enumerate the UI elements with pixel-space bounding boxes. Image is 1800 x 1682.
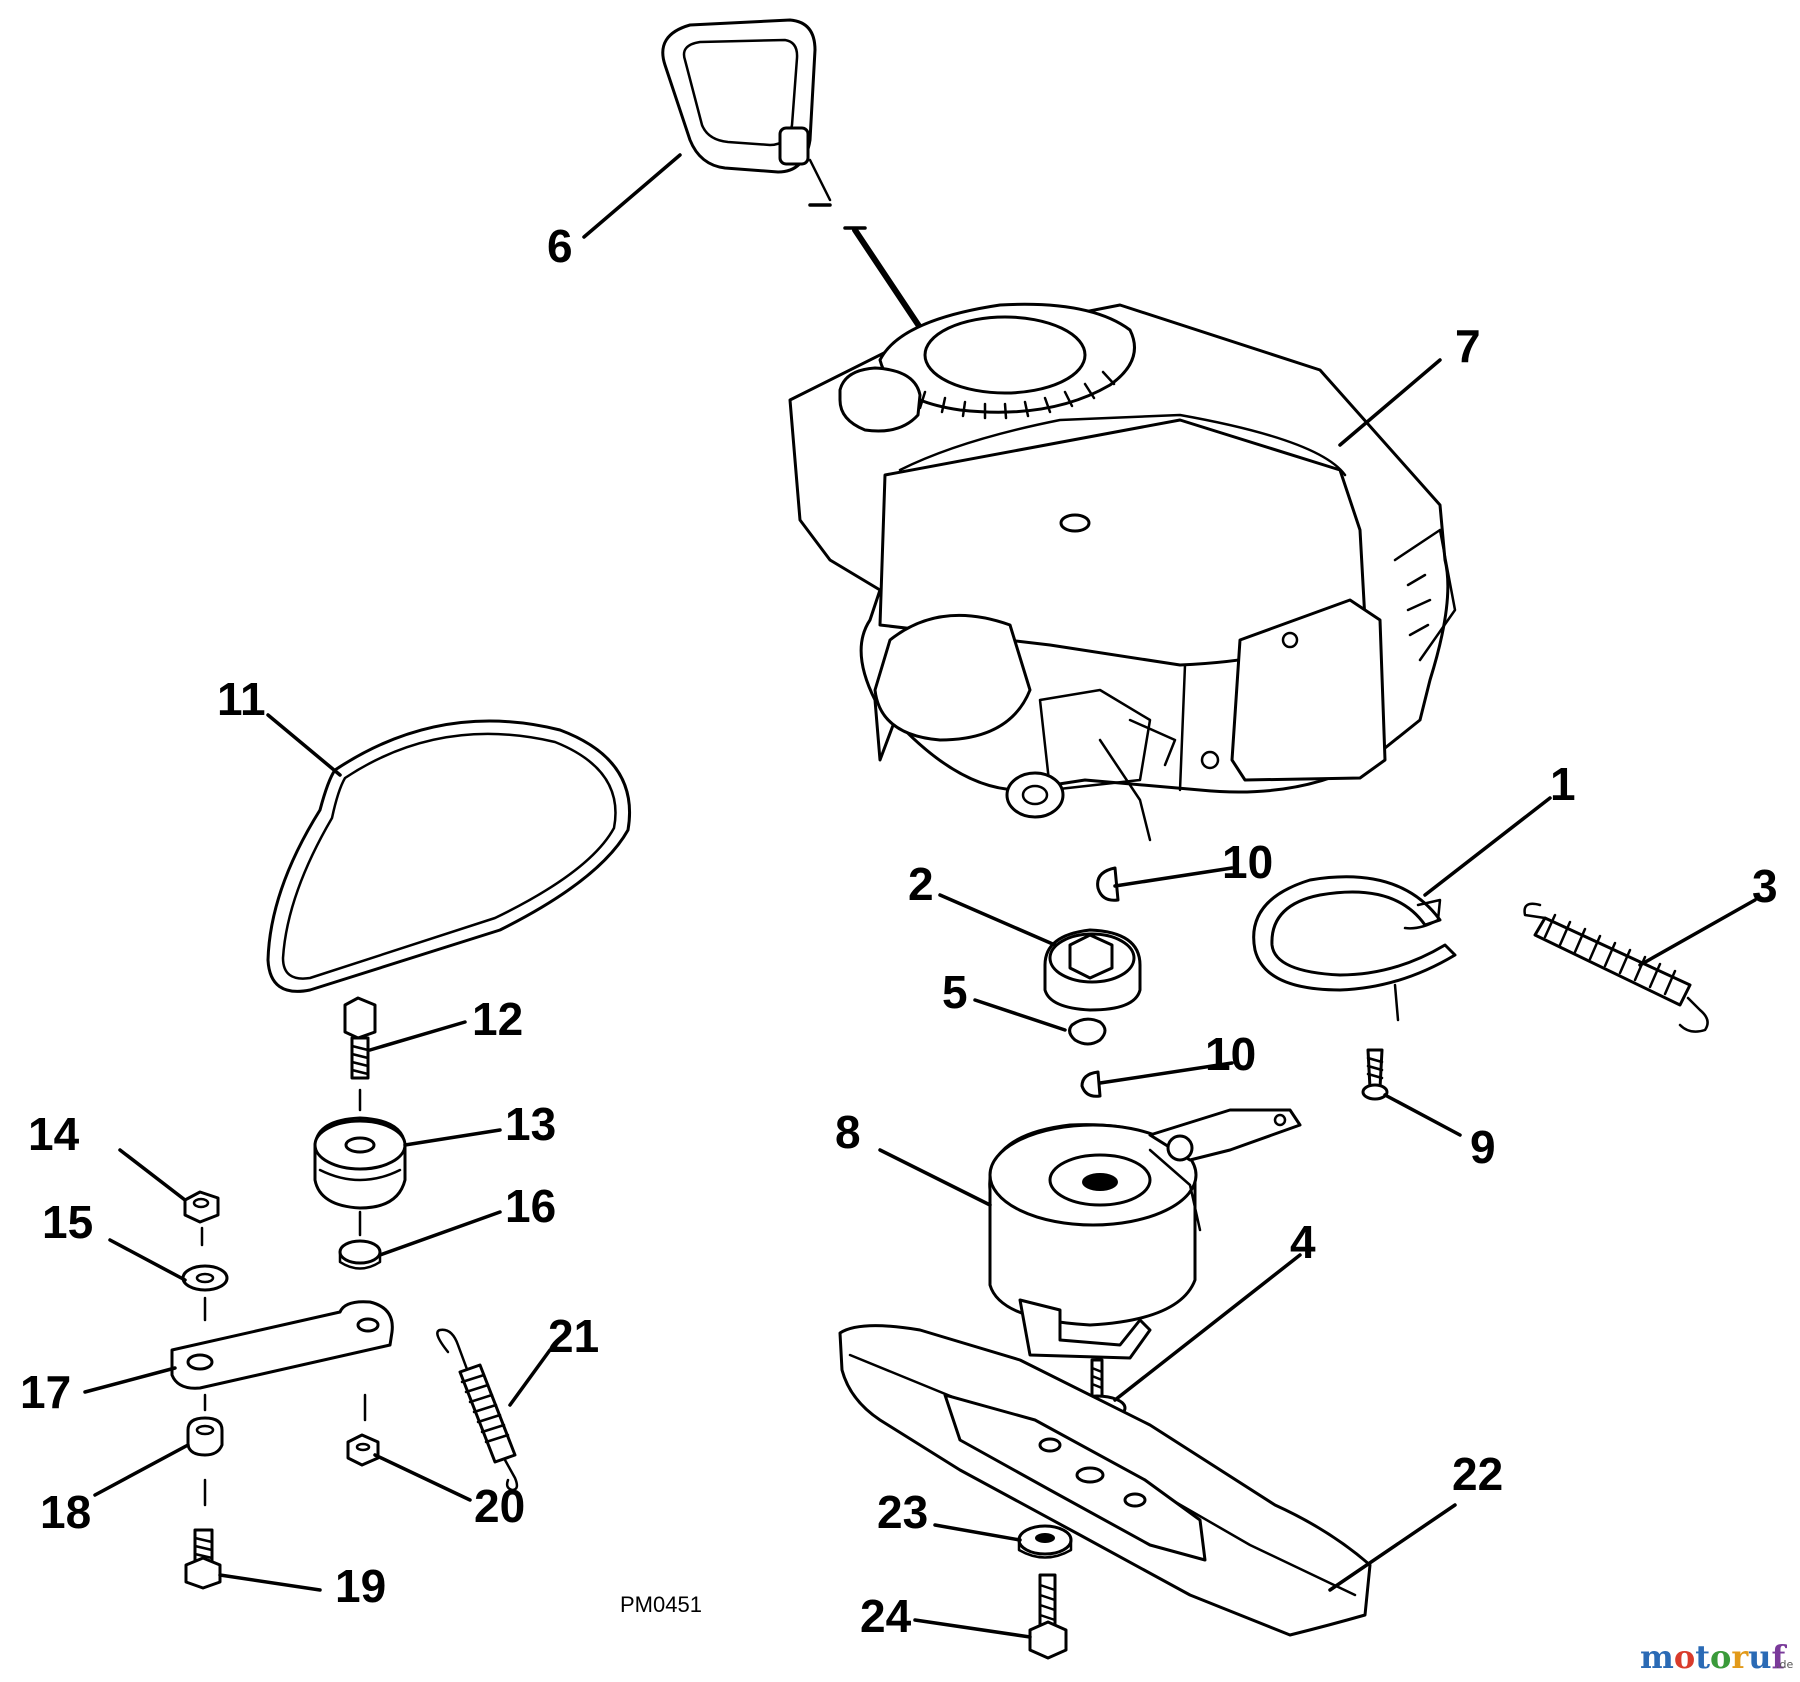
wm-suffix: .de — [1776, 1658, 1793, 1671]
wm-letter-0: m — [1640, 1638, 1674, 1676]
callout-1: 1 — [1550, 758, 1576, 810]
shoulder-bolt — [184, 1528, 222, 1590]
wm-letter-1: o — [1674, 1638, 1695, 1676]
callout-6: 6 — [547, 220, 573, 272]
screw-small — [1361, 1048, 1389, 1101]
callout-19: 19 — [335, 1560, 386, 1612]
callout-5: 5 — [942, 966, 968, 1018]
leader-lines — [83, 153, 1757, 1639]
watermark-logo: motoruf .de — [1640, 1638, 1793, 1676]
wm-letter-4: r — [1731, 1638, 1749, 1676]
callout-12: 12 — [472, 993, 523, 1045]
callout-11: 11 — [217, 673, 266, 725]
callout-8: 8 — [835, 1106, 861, 1158]
woodruff-key-lower — [1080, 1070, 1102, 1098]
dipstick-handle — [661, 18, 958, 383]
mower-blade — [838, 1324, 1372, 1637]
drive-belt — [266, 719, 632, 993]
wm-letter-2: t — [1695, 1638, 1710, 1676]
callout-15: 15 — [42, 1196, 93, 1248]
engine-pulley — [1043, 928, 1142, 1012]
blade-washer — [1017, 1524, 1073, 1559]
callout-labels: 6 7 1 10 2 3 5 10 8 9 4 22 23 24 11 12 1… — [20, 220, 1778, 1642]
bushing — [186, 1393, 224, 1507]
wm-letter-3: o — [1710, 1638, 1731, 1676]
idler-arm — [170, 1300, 394, 1390]
lock-nut — [183, 1190, 220, 1247]
idler-spring — [436, 1328, 519, 1492]
callout-24: 24 — [860, 1590, 912, 1642]
callout-21: 21 — [548, 1310, 599, 1362]
woodruff-key-upper — [1096, 866, 1120, 902]
wm-letter-6: f — [1771, 1638, 1787, 1676]
callout-20: 20 — [474, 1480, 525, 1532]
callout-9: 9 — [1470, 1121, 1496, 1173]
callout-17: 17 — [20, 1366, 71, 1418]
svg-text:motoruf: motoruf — [1640, 1638, 1787, 1676]
adapter-key — [1068, 1017, 1107, 1046]
callout-22: 22 — [1452, 1448, 1503, 1500]
idler-pulley — [313, 1088, 407, 1210]
flat-washer — [181, 1264, 229, 1322]
callout-18: 18 — [40, 1486, 91, 1538]
figure-code: PM0451 — [620, 1592, 702, 1617]
callout-23: 23 — [877, 1486, 928, 1538]
wm-letter-5: u — [1748, 1638, 1771, 1676]
spacer — [338, 1210, 382, 1270]
callout-7: 7 — [1455, 320, 1481, 372]
pulley-guard — [1252, 875, 1457, 1022]
callout-10-upper: 10 — [1222, 836, 1273, 888]
electric-clutch — [988, 1108, 1302, 1360]
callout-16: 16 — [505, 1180, 556, 1232]
callout-10-lower: 10 — [1205, 1028, 1256, 1080]
blade-bolt — [1028, 1573, 1068, 1660]
callout-13: 13 — [505, 1098, 556, 1150]
engine — [788, 302, 1457, 842]
extension-spring — [1523, 902, 1709, 1033]
callout-3: 3 — [1752, 860, 1778, 912]
idler-bolt — [343, 996, 377, 1080]
callout-2: 2 — [908, 858, 934, 910]
callout-4: 4 — [1290, 1216, 1316, 1268]
callout-14: 14 — [28, 1108, 80, 1160]
